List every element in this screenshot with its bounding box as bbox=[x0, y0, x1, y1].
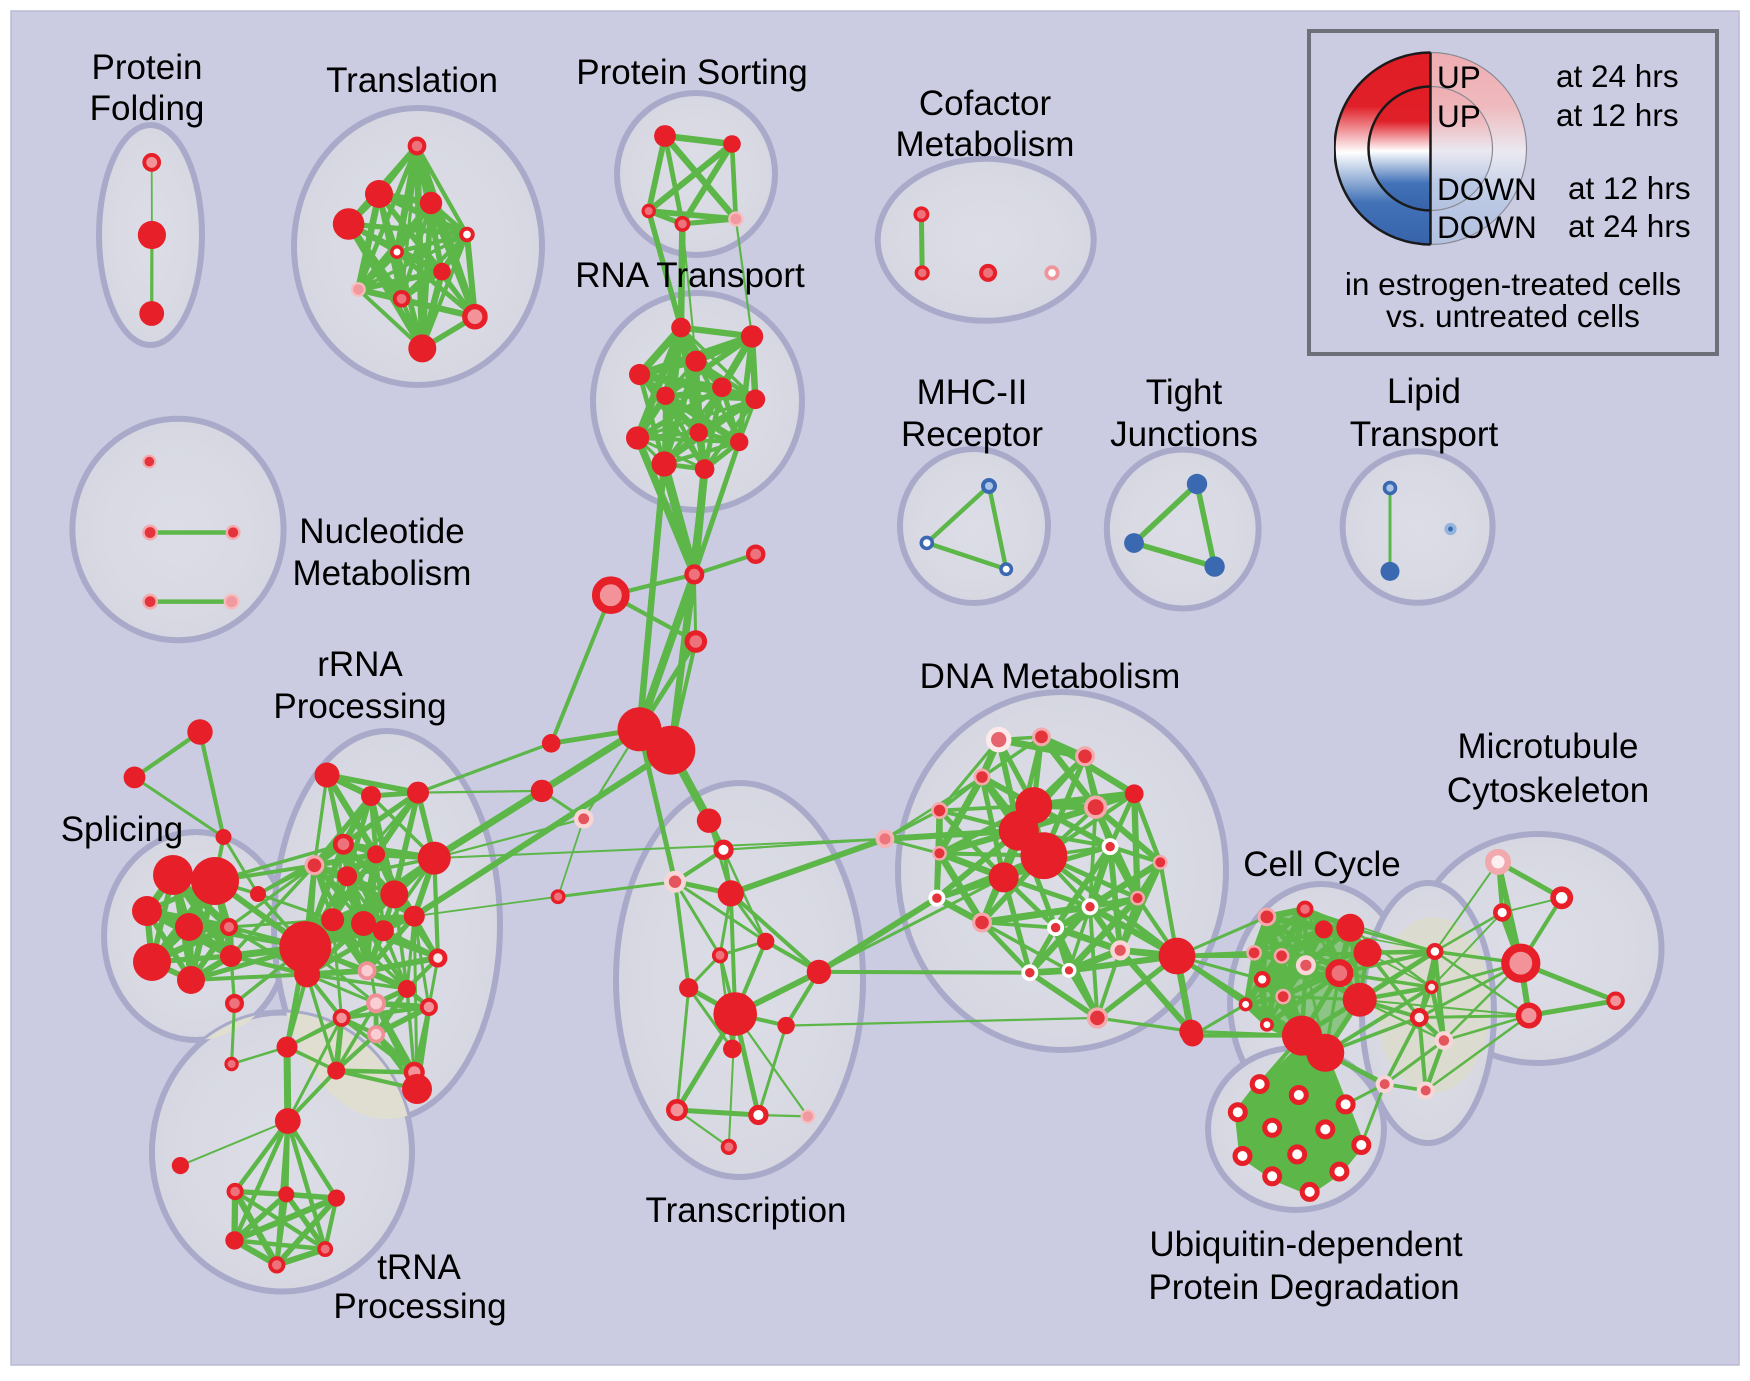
svg-text:RNA Transport: RNA Transport bbox=[575, 256, 805, 295]
svg-text:Receptor: Receptor bbox=[901, 415, 1043, 454]
svg-text:Cytoskeleton: Cytoskeleton bbox=[1447, 771, 1649, 810]
svg-text:Cell Cycle: Cell Cycle bbox=[1243, 845, 1401, 884]
svg-text:DOWN: DOWN bbox=[1437, 171, 1537, 207]
svg-text:Junctions: Junctions bbox=[1110, 415, 1258, 454]
svg-text:at 24 hrs: at 24 hrs bbox=[1556, 58, 1679, 94]
svg-text:Protein Degradation: Protein Degradation bbox=[1148, 1268, 1459, 1307]
svg-text:Splicing: Splicing bbox=[61, 810, 184, 849]
svg-text:Lipid: Lipid bbox=[1387, 372, 1461, 411]
svg-text:at 12 hrs: at 12 hrs bbox=[1556, 97, 1679, 133]
svg-text:tRNA: tRNA bbox=[377, 1248, 461, 1287]
svg-text:vs. untreated cells: vs. untreated cells bbox=[1386, 298, 1640, 334]
svg-text:Protein Sorting: Protein Sorting bbox=[576, 53, 808, 92]
svg-text:Translation: Translation bbox=[326, 61, 498, 100]
svg-text:Processing: Processing bbox=[333, 1287, 506, 1326]
svg-text:Nucleotide: Nucleotide bbox=[299, 512, 464, 551]
svg-text:DOWN: DOWN bbox=[1437, 209, 1537, 245]
svg-text:Processing: Processing bbox=[273, 687, 446, 726]
svg-text:MHC-II: MHC-II bbox=[917, 373, 1028, 412]
svg-text:Transport: Transport bbox=[1350, 415, 1499, 454]
svg-text:Tight: Tight bbox=[1146, 373, 1223, 412]
svg-text:Metabolism: Metabolism bbox=[293, 554, 472, 593]
svg-text:at 12 hrs: at 12 hrs bbox=[1568, 170, 1691, 206]
svg-text:Microtubule: Microtubule bbox=[1458, 727, 1639, 766]
svg-text:UP: UP bbox=[1437, 98, 1481, 134]
svg-text:Metabolism: Metabolism bbox=[896, 125, 1075, 164]
svg-text:Transcription: Transcription bbox=[646, 1191, 847, 1230]
svg-text:UP: UP bbox=[1437, 59, 1481, 95]
svg-text:DNA Metabolism: DNA Metabolism bbox=[920, 657, 1181, 696]
svg-text:Protein: Protein bbox=[92, 48, 203, 87]
svg-text:rRNA: rRNA bbox=[317, 645, 403, 684]
svg-text:Ubiquitin-dependent: Ubiquitin-dependent bbox=[1149, 1225, 1463, 1264]
svg-text:Cofactor: Cofactor bbox=[919, 84, 1052, 123]
svg-text:at 24 hrs: at 24 hrs bbox=[1568, 208, 1691, 244]
svg-text:in estrogen-treated cells: in estrogen-treated cells bbox=[1345, 266, 1681, 302]
svg-text:Folding: Folding bbox=[90, 89, 205, 128]
